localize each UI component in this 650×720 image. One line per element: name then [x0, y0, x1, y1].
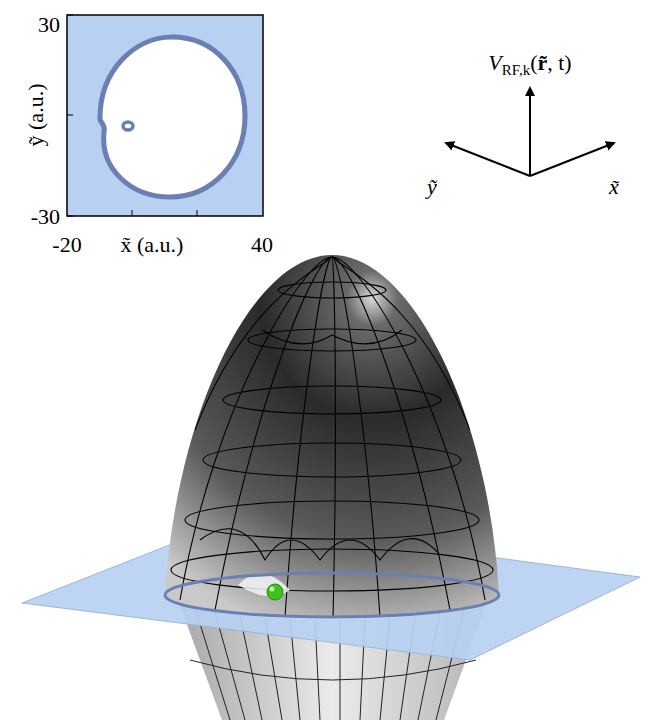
potential-label: VRF,k(r̃, t)	[488, 52, 571, 78]
tick-label: -20	[52, 234, 81, 256]
potential-argument: (	[530, 50, 537, 75]
axis-title: x̃ (a.u.)	[121, 234, 184, 256]
potential-surface	[165, 255, 499, 619]
position-vector: r̃	[537, 50, 547, 75]
inset-plot	[67, 15, 263, 216]
potential-subscript: RF,k	[502, 62, 530, 78]
potential-symbol: V	[488, 50, 501, 75]
axis-label: x̃	[609, 176, 619, 198]
tick-label: -30	[31, 206, 60, 228]
axis-triad	[446, 88, 614, 176]
axis-label: ỹ	[427, 176, 437, 198]
tick-label: 40	[251, 234, 273, 256]
axis-title: ỹ (a.u.)	[25, 84, 47, 147]
potential-argument: , t)	[547, 50, 571, 75]
tick-label: 30	[38, 14, 60, 36]
